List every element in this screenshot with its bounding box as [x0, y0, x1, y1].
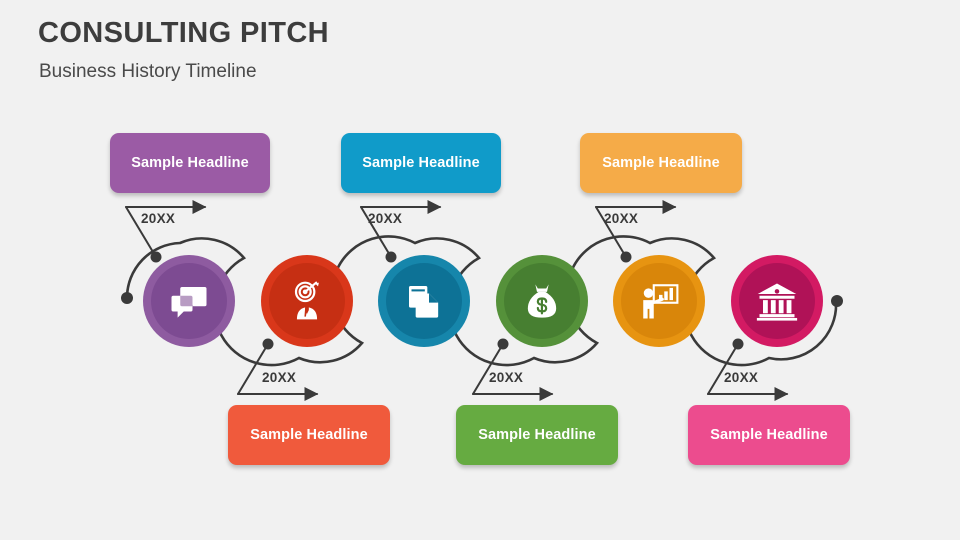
milestone-headline-box-4[interactable]: Sample Headline	[456, 405, 618, 465]
milestone-year-1: 20XX	[141, 211, 176, 226]
money-bag-icon	[522, 281, 562, 321]
timeline-end-dot	[831, 295, 843, 307]
milestone-circle-2[interactable]	[261, 255, 353, 347]
connector-dot-4	[497, 338, 509, 350]
milestone-year-2: 20XX	[262, 370, 297, 385]
milestone-year-3: 20XX	[368, 211, 403, 226]
page-subtitle: Business History Timeline	[39, 61, 257, 82]
milestone-year-6: 20XX	[724, 370, 759, 385]
connector-dot-2	[262, 338, 274, 350]
milestone-circle-1[interactable]	[143, 255, 235, 347]
milestone-headline-box-6[interactable]: Sample Headline	[688, 405, 850, 465]
headline-label: Sample Headline	[362, 155, 480, 171]
connector-dot-6	[732, 338, 744, 350]
connector-dot-1	[150, 251, 162, 263]
milestone-circle-6[interactable]	[731, 255, 823, 347]
milestone-circle-4[interactable]	[496, 255, 588, 347]
timeline-start-dot	[121, 292, 133, 304]
milestone-year-4: 20XX	[489, 370, 524, 385]
milestone-headline-box-3[interactable]: Sample Headline	[341, 133, 501, 193]
target-businessman-icon	[285, 279, 329, 323]
milestone-year-5: 20XX	[604, 211, 639, 226]
documents-icon	[404, 281, 444, 321]
presenter-chart-icon	[638, 280, 680, 322]
headline-label: Sample Headline	[478, 427, 596, 443]
headline-label: Sample Headline	[710, 427, 828, 443]
headline-label: Sample Headline	[602, 155, 720, 171]
milestone-headline-box-5[interactable]: Sample Headline	[580, 133, 742, 193]
connector-dot-3	[385, 251, 397, 263]
headline-label: Sample Headline	[131, 155, 249, 171]
connector-dot-5	[620, 251, 632, 263]
headline-label: Sample Headline	[250, 427, 368, 443]
page-title: CONSULTING PITCH	[38, 17, 330, 49]
bank-building-icon	[756, 280, 798, 322]
milestone-circle-5[interactable]	[613, 255, 705, 347]
milestone-circle-3[interactable]	[378, 255, 470, 347]
milestone-headline-box-2[interactable]: Sample Headline	[228, 405, 390, 465]
chat-bubbles-icon	[168, 280, 210, 322]
milestone-headline-box-1[interactable]: Sample Headline	[110, 133, 270, 193]
